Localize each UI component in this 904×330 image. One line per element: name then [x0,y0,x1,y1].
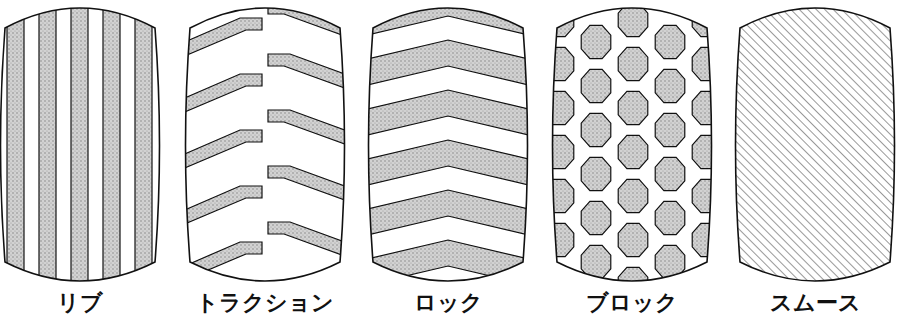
tread-lug [135,0,152,320]
tread-lug [39,0,56,320]
tread-pattern [544,3,722,300]
pattern-label: トラクション [196,290,334,316]
tread-lug [618,135,648,168]
pattern-label: スムース [770,290,861,316]
tread-lug [581,157,611,190]
tread-lug [180,74,262,114]
tread-lug [692,47,722,80]
tread-lug [268,54,350,90]
tread-lug [618,223,648,256]
tread-lug [363,190,533,236]
tread-lug [581,113,611,146]
tread-pattern [363,0,533,330]
pattern-label: ロック [414,290,483,316]
tread-lug [103,0,120,320]
pattern-label: ブロック [586,290,678,316]
tread-pattern [728,0,902,310]
tread-lug [268,222,350,258]
tread-lug [544,223,574,256]
tread-lug [618,47,648,80]
tread-lug [180,242,262,282]
tread-lug [544,135,574,168]
tread-lug [71,0,88,320]
tread-lug [581,25,611,58]
tire-outline [369,8,528,281]
tread-lug [618,91,648,124]
tread-lug [180,18,262,58]
tread-lug [180,130,262,170]
tread-lug [363,90,533,136]
tire-outline [553,8,712,281]
tread-lug [268,110,350,146]
tread-lug [7,0,24,320]
tread-lug [268,2,350,38]
tread-lug [655,157,685,190]
tread-lug [268,166,350,202]
tread-lug [544,267,574,300]
tread-lug [655,113,685,146]
tread-lug [581,201,611,234]
tread-pattern [180,2,350,282]
tread-lug [544,3,574,36]
tread-lug [692,179,722,212]
tread-lug [363,290,533,330]
tread-lug [618,179,648,212]
tread-lug [655,201,685,234]
tread-lug [363,0,533,36]
tread-lug [692,91,722,124]
tread-lug [363,240,533,286]
tread-lug [581,69,611,102]
tread-lug [692,267,722,300]
tread-lug [544,47,574,80]
tread-lug [180,186,262,226]
tire-outline [186,8,345,281]
tread-lug [544,91,574,124]
tread-lug [363,40,533,86]
tire-outline [1,8,160,281]
tread-lug [655,25,685,58]
tread-lug [655,69,685,102]
tire-outline [736,8,895,281]
tread-lug [692,135,722,168]
tread-lug [363,140,533,186]
pattern-label: リブ [57,290,103,316]
tread-lug [544,179,574,212]
